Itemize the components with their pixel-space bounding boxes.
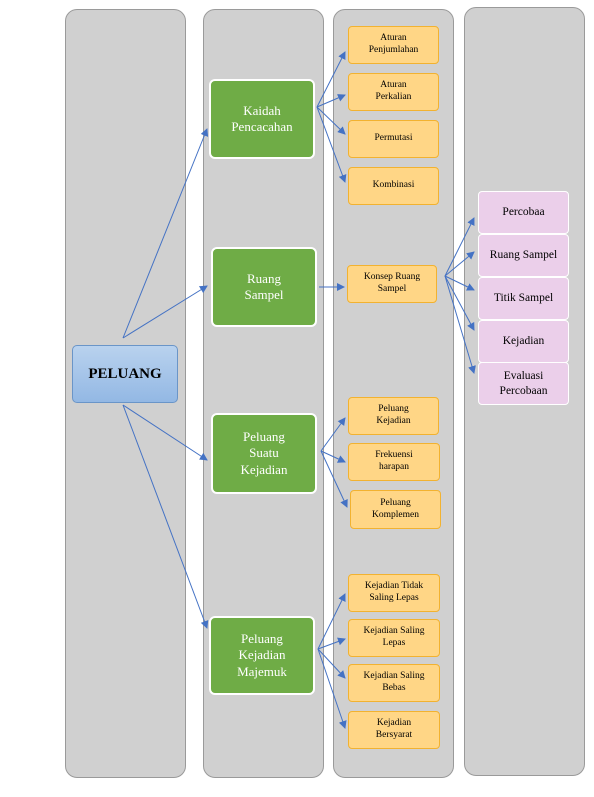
node-frekuensi-harapan[interactable]: Frekuensi harapan xyxy=(348,443,440,481)
connector-arrow xyxy=(317,648,346,679)
node-kaidah-pencacahan[interactable]: Kaidah Pencacahan xyxy=(209,79,315,159)
node-kejadian-bersyarat[interactable]: Kejadian Bersyarat xyxy=(348,711,440,749)
node-kejadian-saling-lepas[interactable]: Kejadian Saling Lepas xyxy=(348,619,440,657)
node-peluang-suatu-kejadian[interactable]: Peluang Suatu Kejadian xyxy=(211,413,317,494)
connector-arrow xyxy=(122,285,208,339)
node-permutasi[interactable]: Permutasi xyxy=(348,120,439,158)
connector-arrow xyxy=(122,404,209,629)
node-kombinasi[interactable]: Kombinasi xyxy=(348,167,439,205)
connector-arrow xyxy=(316,106,346,135)
connector-arrow xyxy=(320,450,348,508)
node-peluang-komplemen[interactable]: Peluang Komplemen xyxy=(350,490,441,529)
node-kejadian-saling-bebas[interactable]: Kejadian Saling Bebas xyxy=(348,664,440,702)
node-evaluasi-percobaan[interactable]: Evaluasi Percobaan xyxy=(478,362,569,405)
node-percobaan[interactable]: Percobaa xyxy=(478,191,569,234)
connector-arrow xyxy=(444,275,476,374)
connector-arrow xyxy=(444,251,475,277)
node-ruang-sampel-detail[interactable]: Ruang Sampel xyxy=(478,234,569,277)
connector-arrow xyxy=(316,94,346,108)
root-node-peluang[interactable]: PELUANG xyxy=(72,345,178,403)
connector-arrow xyxy=(317,648,347,729)
connector-arrow xyxy=(122,128,209,339)
node-ruang-sampel[interactable]: Ruang Sampel xyxy=(211,247,317,327)
connector-arrow xyxy=(444,275,475,291)
node-titik-sampel[interactable]: Titik Sampel xyxy=(478,277,569,320)
node-kejadian[interactable]: Kejadian xyxy=(478,320,569,363)
connector-arrow xyxy=(444,217,475,277)
connector-arrow xyxy=(316,51,346,108)
connector-arrow xyxy=(122,404,208,461)
connector-arrow xyxy=(316,106,347,183)
connector-arrow xyxy=(320,417,346,452)
node-peluang-kejadian[interactable]: Peluang Kejadian xyxy=(348,397,439,435)
node-kejadian-tidak-saling-lepas[interactable]: Kejadian Tidak Saling Lepas xyxy=(348,574,440,612)
connector-arrow xyxy=(317,637,346,650)
node-konsep-ruang-sampel[interactable]: Konsep Ruang Sampel xyxy=(347,265,437,303)
node-aturan-penjumlahan[interactable]: Aturan Penjumlahan xyxy=(348,26,439,64)
connector-arrow xyxy=(320,450,346,463)
connector-arrow xyxy=(444,275,475,331)
node-peluang-kejadian-majemuk[interactable]: Peluang Kejadian Majemuk xyxy=(209,616,315,695)
node-aturan-perkalian[interactable]: Aturan Perkalian xyxy=(348,73,439,111)
connector-arrow xyxy=(317,593,346,650)
